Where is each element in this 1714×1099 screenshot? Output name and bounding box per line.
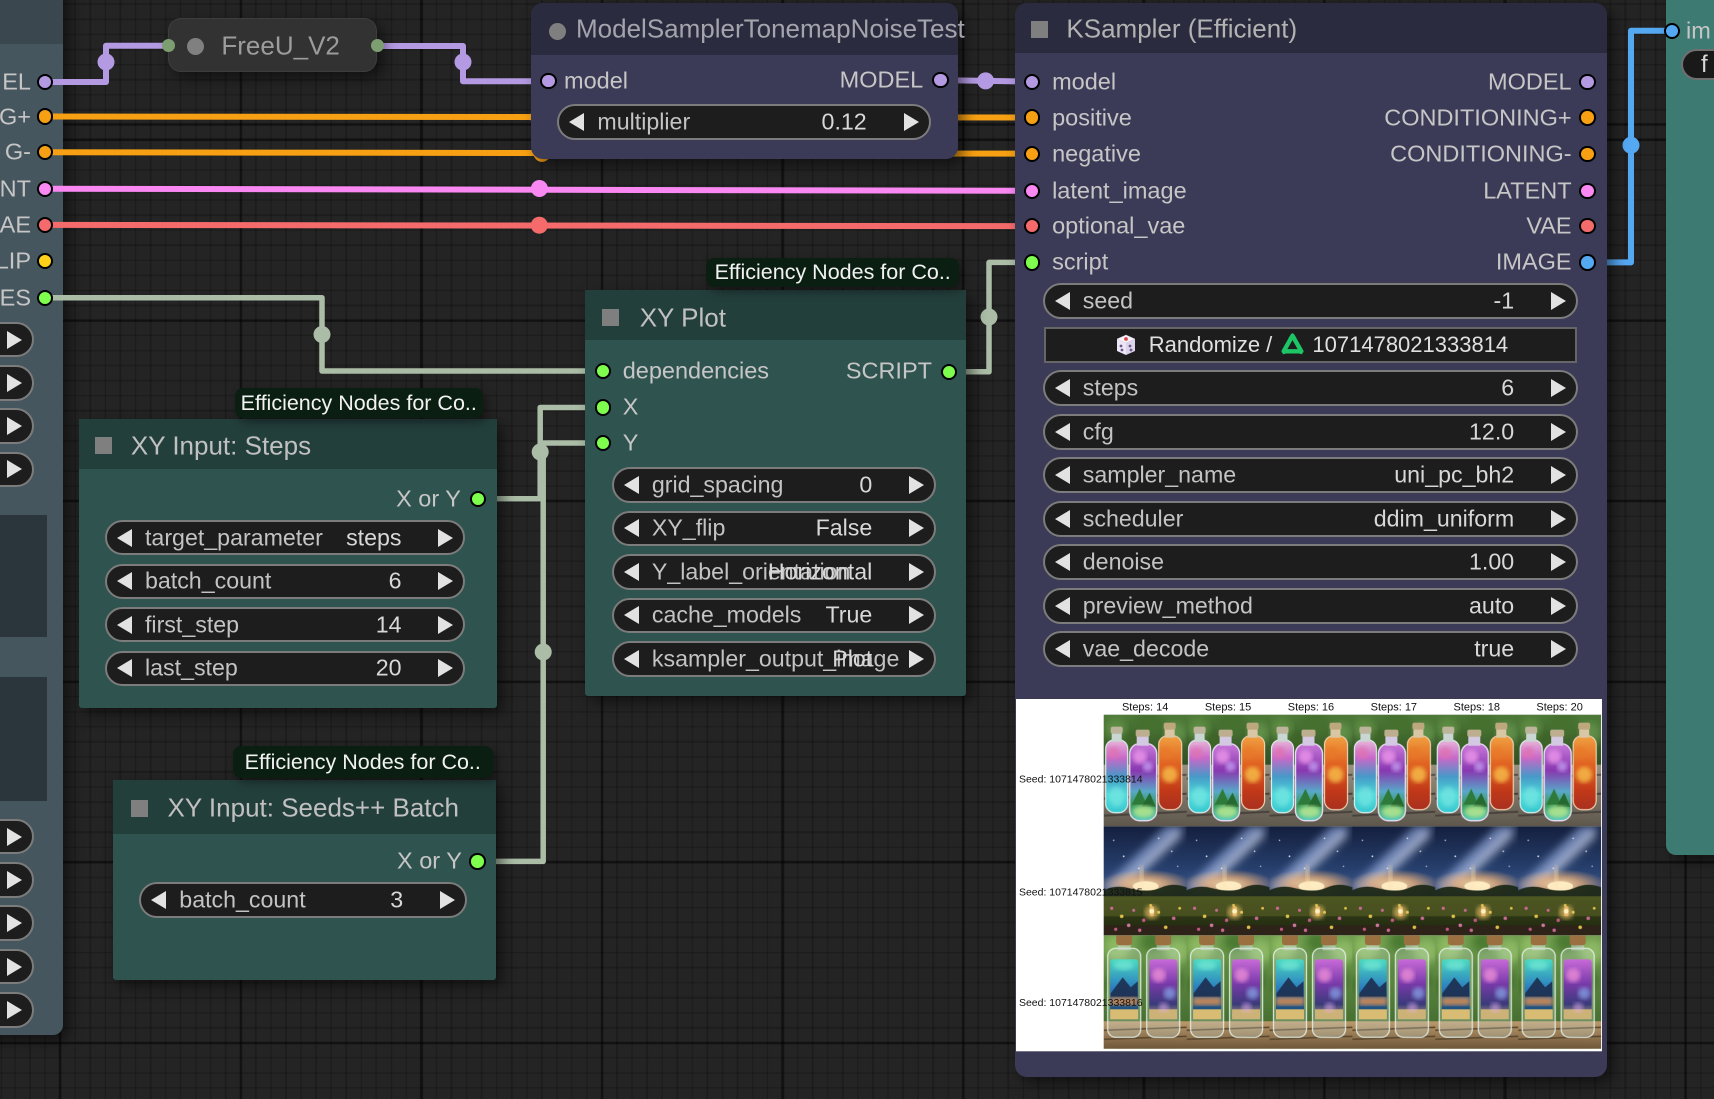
svg-text:Steps: 14: Steps: 14: [1122, 702, 1168, 714]
svg-text:Steps: 16: Steps: 16: [1288, 702, 1334, 714]
svg-text:Steps: 20: Steps: 20: [1537, 702, 1583, 714]
svg-text:Steps: 18: Steps: 18: [1454, 702, 1500, 714]
svg-text:Steps: 15: Steps: 15: [1205, 702, 1251, 714]
svg-text:Seed: 1071478021333814: Seed: 1071478021333814: [1019, 775, 1143, 786]
svg-text:Seed: 1071478021333815: Seed: 1071478021333815: [1019, 888, 1143, 899]
svg-text:Steps: 17: Steps: 17: [1371, 702, 1417, 714]
svg-text:Seed: 1071478021333816: Seed: 1071478021333816: [1019, 998, 1143, 1009]
